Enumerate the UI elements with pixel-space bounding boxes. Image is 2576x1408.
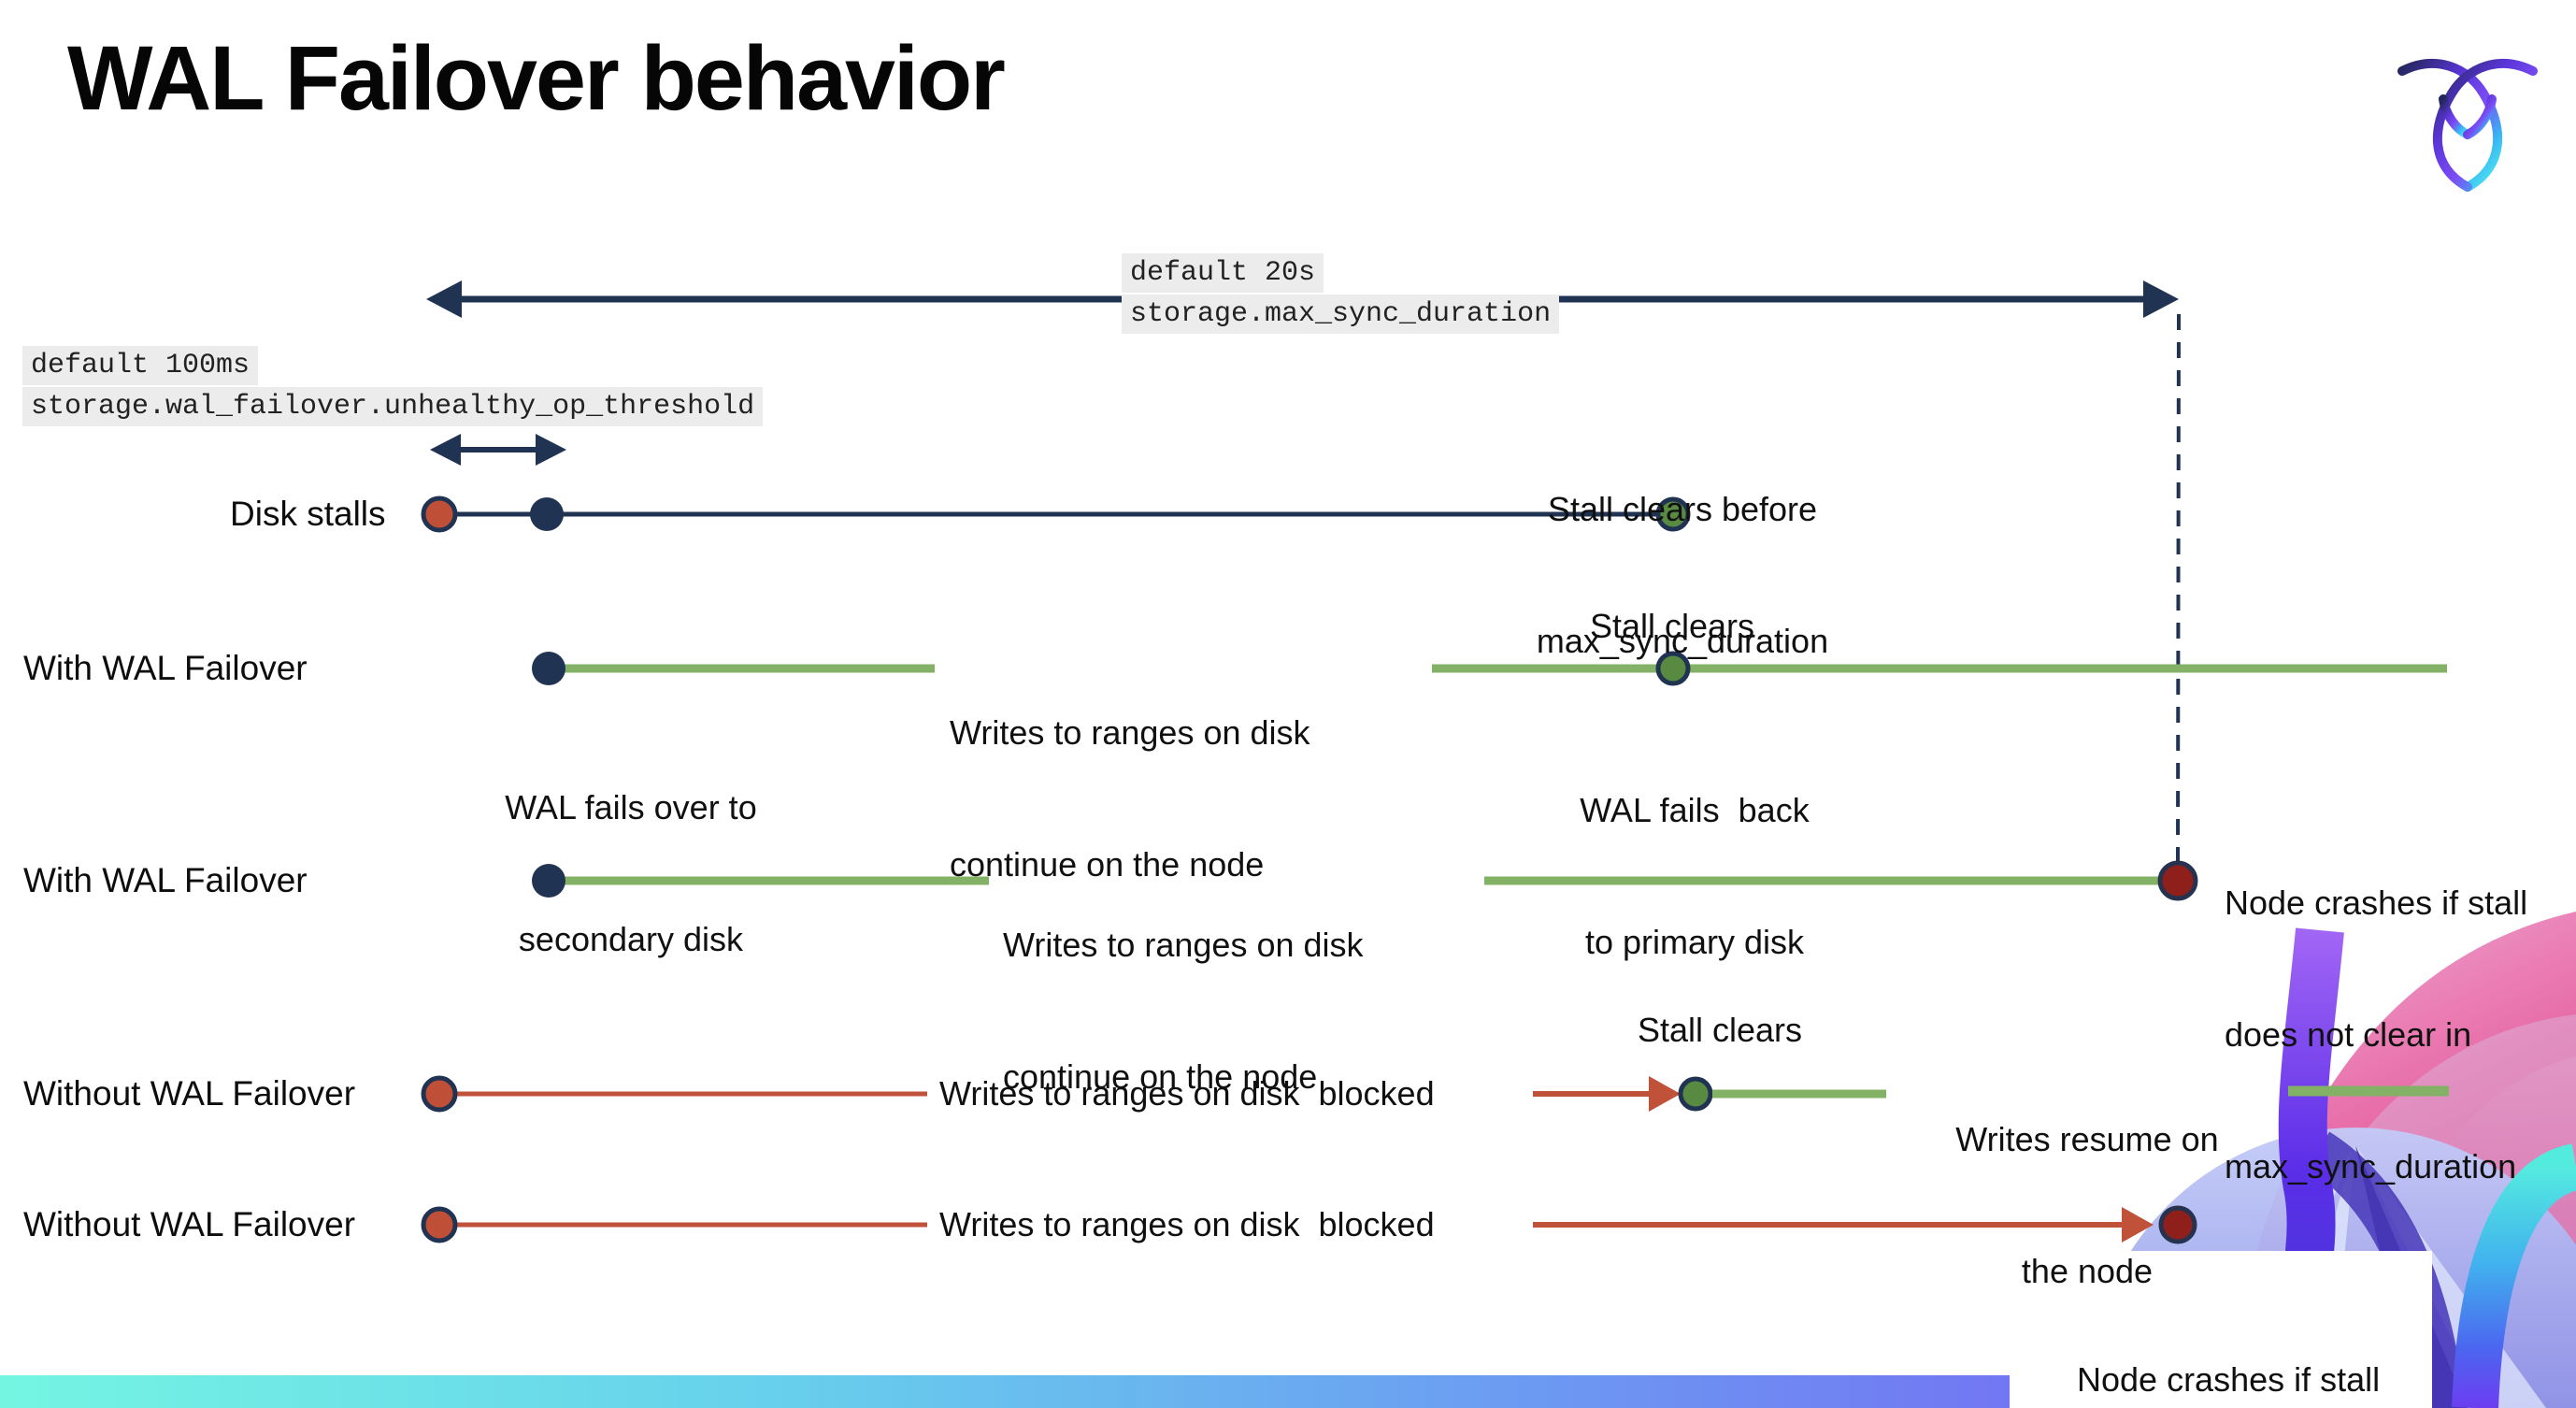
annotation-stall-clears-2: Stall clears	[1637, 1011, 1803, 1049]
cockroachdb-logo-icon	[2397, 59, 2538, 192]
annotation-writes-continue-1: Writes to ranges on disk continue on the…	[950, 623, 1310, 974]
annotation-line: Writes to ranges on disk	[950, 713, 1310, 752]
stall-start-dot	[421, 1206, 458, 1243]
annotation-line: does not clear in	[2225, 1015, 2472, 1054]
annotation-line: max_sync_duration	[2225, 1147, 2517, 1185]
annotation-wal-fails-over: WAL fails over to secondary disk	[505, 697, 756, 1049]
annotation-writes-blocked-2: Writes to ranges on disk blocked	[939, 1205, 1435, 1243]
annotation-wal-fails-back: WAL fails back to primary disk	[1580, 700, 1809, 1052]
annotation-line: WAL fails over to	[505, 788, 757, 826]
annotation-node-crashes-1: Node crashes if stall does not clear in …	[2225, 793, 2527, 1276]
timeline-without-failover-1	[421, 1075, 2449, 1113]
annotation-line: Node crashes if stall	[2225, 884, 2528, 922]
annotation-stall-clears-1: Stall clears	[1589, 607, 1755, 645]
failover-dot	[532, 864, 565, 898]
annotation-writes-blocked-1: Writes to ranges on disk blocked	[939, 1074, 1435, 1113]
stall-start-dot	[421, 496, 458, 533]
annotation-line: Writes to ranges on disk	[1003, 926, 1364, 964]
max-sync-setting-name: storage.max_sync_duration	[1122, 295, 1560, 334]
stall-start-dot	[421, 1075, 458, 1113]
timeline-with-failover-2	[532, 860, 2198, 901]
red-arrowhead	[2122, 1207, 2154, 1243]
annotation-line: the node	[2021, 1252, 2154, 1290]
max-sync-default-label: default 20s	[1122, 253, 1324, 293]
page-title: WAL Failover behavior	[67, 27, 1006, 129]
failover-dot	[532, 652, 565, 685]
unhealthy-op-setting-name: storage.wal_failover.unhealthy_op_thresh…	[22, 387, 764, 426]
threshold-dot	[530, 497, 564, 531]
arrowhead-left	[426, 280, 462, 318]
annotation-line: continue on the node	[950, 845, 1265, 884]
annotation-line: Node crashes if stall	[2077, 1360, 2381, 1399]
row-label-with-failover-1: With WAL Failover	[23, 649, 308, 687]
stall-clears-dot	[1655, 496, 1691, 532]
annotation-writes-continue-2: Writes to ranges on disk continue on the…	[1003, 835, 1364, 1186]
red-arrowhead	[1649, 1076, 1681, 1112]
node-crash-dot	[2157, 860, 2198, 901]
node-crash-callout-box	[2010, 1251, 2432, 1408]
annotation-node-crashes-2: Node crashes if stall does not clear in …	[2077, 1270, 2380, 1408]
timeline-with-failover-1	[532, 651, 2447, 686]
annotation-stall-clears-before: Stall clears before max_sync_duration	[1537, 399, 1828, 751]
annotation-writes-resume: Writes resume on the node	[1955, 1029, 2218, 1381]
annotation-line: secondary disk	[518, 920, 744, 958]
arrowhead-left	[430, 434, 461, 466]
row-label-without-failover-1: Without WAL Failover	[23, 1074, 356, 1113]
timeline-without-failover-2	[421, 1205, 2197, 1244]
annotation-line: Writes resume on	[1955, 1120, 2219, 1158]
row-label-disk-stalls: Disk stalls	[230, 495, 386, 533]
stall-clears-dot	[1655, 651, 1691, 686]
max-sync-deadline-dashed-line	[2176, 313, 2181, 863]
arrowhead-right	[2143, 280, 2179, 318]
annotation-line: max_sync_duration	[1536, 622, 1829, 660]
stall-clears-dot	[1678, 1076, 1713, 1112]
timeline-disk-stalls	[421, 496, 1691, 533]
row-label-with-failover-2: With WAL Failover	[23, 861, 308, 899]
arrowhead-right	[536, 434, 566, 466]
unhealthy-op-threshold-arrow	[430, 434, 566, 466]
node-crash-dot	[2158, 1205, 2197, 1244]
annotation-line: Stall clears before	[1547, 490, 1818, 528]
row-label-without-failover-2: Without WAL Failover	[23, 1205, 356, 1243]
annotation-line: continue on the node	[1003, 1057, 1318, 1096]
unhealthy-op-default-label: default 100ms	[22, 346, 259, 385]
annotation-line: to primary disk	[1584, 923, 1805, 961]
annotation-line: WAL fails back	[1580, 791, 1810, 829]
